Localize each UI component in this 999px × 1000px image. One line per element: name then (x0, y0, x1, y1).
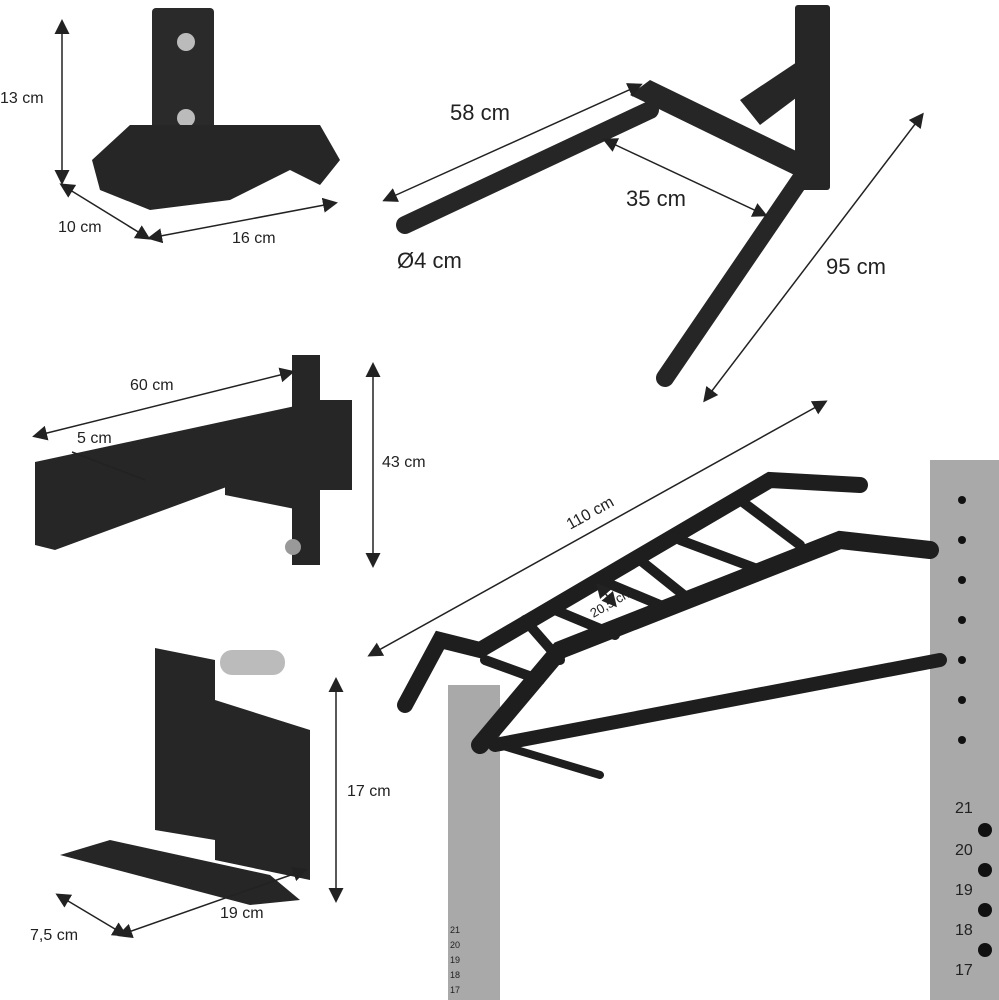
safety-arm-length-label: 60 cm (130, 377, 174, 394)
large-j-hook-height-label: 17 cm (347, 783, 391, 800)
rack-number: 21 (955, 800, 973, 817)
hms-logo: HMS (689, 138, 724, 166)
safety-arm-profile-label: 5 cm (77, 430, 112, 447)
rack-number: 17 (450, 985, 461, 995)
rack-number: 20 (955, 842, 973, 859)
rack-number: 18 (955, 922, 973, 939)
rack-number: 17 (955, 962, 973, 979)
dip-bar-spacing-label: 35 cm (626, 186, 686, 211)
large-j-hook-width-label: 19 cm (220, 905, 264, 922)
large-j-hook-depth-label: 7,5 cm (30, 927, 79, 944)
dip-bar: HMS (396, 5, 830, 387)
safety-arm (35, 355, 352, 565)
large-j-hook-arrows (55, 677, 344, 939)
safety-arm-height-label: 43 cm (382, 454, 426, 471)
dip-bar-length-label: 58 cm (450, 100, 510, 125)
small-j-hook-width-label: 16 cm (232, 230, 276, 247)
pullup-bar (397, 471, 947, 779)
rack-number: 19 (450, 955, 461, 965)
pullup-bar-arrows (367, 400, 828, 657)
rack-number: 18 (450, 970, 461, 980)
rack-number: 19 (955, 882, 973, 899)
dip-bar-total-label: 95 cm (826, 254, 886, 279)
rack-number: 20 (450, 940, 461, 950)
rack-frame (448, 460, 999, 1000)
small-j-hook (92, 8, 340, 210)
large-j-hook (60, 648, 310, 905)
rack-number: 21 (450, 925, 461, 935)
dip-bar-arrows (382, 83, 924, 403)
dip-bar-diameter-label: Ø4 cm (397, 248, 462, 273)
small-j-hook-arrows (54, 19, 338, 244)
small-j-hook-height-label: 13 cm (0, 90, 44, 107)
small-j-hook-depth-label: 10 cm (58, 219, 102, 236)
